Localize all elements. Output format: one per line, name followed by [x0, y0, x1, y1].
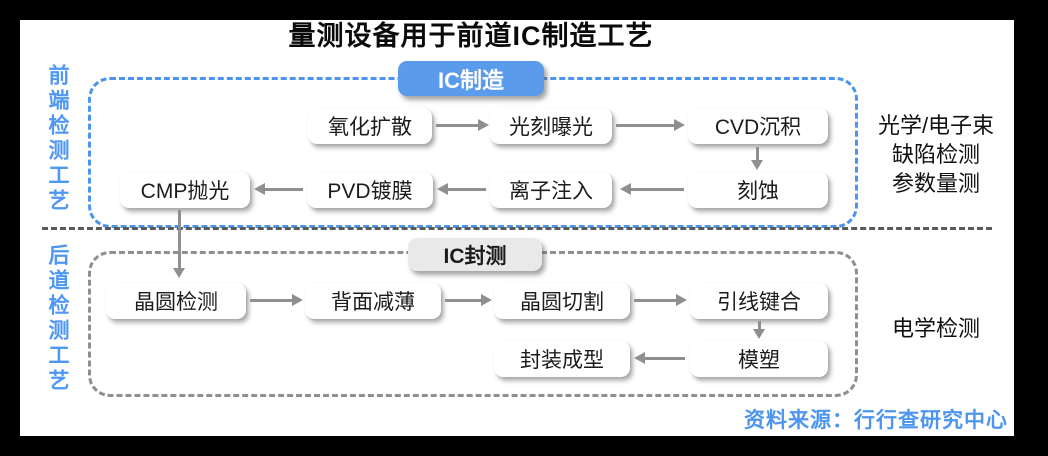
arrow-left-icon [437, 183, 486, 195]
process-step-wafer-inspection: 晶圆检测 [106, 283, 246, 319]
process-step-wire-bonding: 引线键合 [690, 283, 828, 319]
frame-bar-top [0, 0, 1048, 20]
arrow-down-icon [753, 321, 765, 339]
process-step-back-grinding: 背面减薄 [305, 283, 441, 319]
page-title: 量测设备用于前道IC制造工艺 [288, 21, 654, 51]
note-line: 电学检测 [891, 316, 980, 341]
arrow-left-icon [620, 183, 684, 195]
front-end-detection-note: 光学/电子束 缺陷检测 参数量测 [858, 111, 1014, 198]
ic-manufacturing-badge: IC制造 [398, 61, 544, 96]
arrow-down-icon [751, 147, 763, 170]
frame-bar-left [0, 0, 20, 456]
frame-bar-bottom [0, 436, 1048, 456]
arrow-left-icon [254, 183, 303, 195]
process-step-lithography-exposure: 光刻曝光 [490, 108, 612, 144]
process-step-etching: 刻蚀 [688, 172, 828, 208]
note-line: 缺陷检测 [891, 142, 980, 167]
process-step-pvd-coating: PVD镀膜 [307, 172, 433, 208]
arrow-right-icon [634, 294, 687, 306]
process-step-oxidation-diffusion: 氧化扩散 [308, 108, 432, 144]
arrow-right-icon [250, 294, 303, 306]
note-line: 光学/电子束 [877, 113, 995, 138]
back-end-side-label: 后道检测工艺 [46, 244, 69, 394]
process-step-cvd-deposition: CVD沉积 [688, 108, 828, 144]
frame-bar-right [1014, 0, 1048, 456]
data-source-attribution: 资料来源：行行查研究中心 [744, 409, 1008, 432]
arrow-right-icon [445, 294, 492, 306]
process-step-package-forming: 封装成型 [494, 341, 630, 377]
arrow-down-icon [173, 210, 185, 278]
process-step-molding: 模塑 [690, 341, 828, 377]
process-step-wafer-dicing: 晶圆切割 [494, 283, 630, 319]
arrow-left-icon [634, 352, 685, 364]
process-step-cmp-polishing: CMP抛光 [120, 172, 250, 208]
back-end-detection-note: 电学检测 [858, 314, 1014, 343]
section-divider-line [42, 227, 992, 230]
process-step-ion-implantation: 离子注入 [490, 172, 612, 208]
note-line: 参数量测 [891, 171, 980, 196]
front-end-side-label: 前端检测工艺 [46, 64, 69, 214]
arrow-right-icon [436, 119, 489, 131]
arrow-right-icon [616, 119, 685, 131]
ic-packaging-test-badge: IC封测 [408, 238, 542, 271]
